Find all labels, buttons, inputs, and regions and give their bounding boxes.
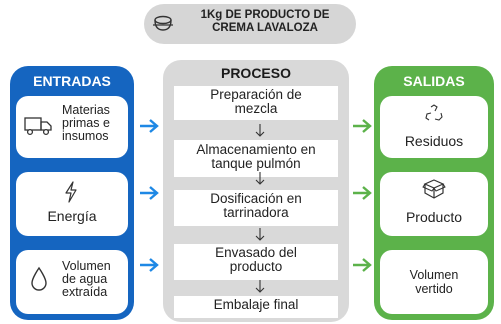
truck-icon: [24, 117, 52, 136]
input-card-energia: Energía: [16, 172, 128, 236]
down-arrow-icon: [255, 228, 265, 241]
input-arrow-icon: [140, 119, 159, 133]
down-arrow-icon: [255, 280, 265, 293]
down-arrow-icon: [255, 172, 265, 185]
output-label-residuos: Residuos: [404, 133, 464, 149]
water-drop-icon: [31, 266, 47, 291]
process-step-5: Embalaje final: [174, 296, 338, 318]
input-label-energia: Energía: [47, 208, 97, 224]
input-label-agua: Volumen de agua extraída: [62, 259, 111, 299]
output-label-producto: Producto: [405, 209, 463, 225]
title-line-1: 1Kg DE PRODUCTO DE: [200, 9, 330, 21]
down-arrow-icon: [255, 124, 265, 137]
process-step-3: Dosificación en tarrinadora: [174, 190, 338, 226]
output-card-volumen: Volumen vertido: [380, 250, 488, 314]
output-card-producto: Producto: [380, 172, 488, 236]
recycle-icon: [425, 104, 443, 121]
input-card-materias: Materias primas e insumos: [16, 96, 128, 158]
diagram-title: 1Kg DE PRODUCTO DE CREMA LAVALOZA: [180, 9, 350, 35]
input-label-materias: Materias primas e insumos: [62, 103, 110, 143]
box-icon: [422, 179, 446, 199]
output-arrow-icon: [353, 119, 372, 133]
entradas-header: ENTRADAS: [33, 73, 111, 89]
output-arrow-icon: [353, 258, 372, 272]
proceso-header: PROCESO: [220, 65, 291, 81]
title-pill: 1Kg DE PRODUCTO DE CREMA LAVALOZA: [144, 4, 356, 44]
salidas-header: SALIDAS: [403, 73, 465, 89]
process-step-1: Preparación de mezcla: [174, 86, 338, 120]
output-label-volumen: Volumen vertido: [409, 268, 459, 296]
lightning-icon: [65, 181, 77, 203]
output-arrow-icon: [353, 186, 372, 200]
process-step-4: Envasado del producto: [174, 244, 338, 280]
process-step-2: Almacenamiento en tanque pulmón: [174, 140, 338, 177]
output-card-residuos: Residuos: [380, 96, 488, 158]
title-line-2: CREMA LAVALOZA: [212, 22, 318, 34]
input-arrow-icon: [140, 186, 159, 200]
input-card-agua: Volumen de agua extraída: [16, 250, 128, 314]
cream-jar-icon: [153, 15, 173, 31]
input-arrow-icon: [140, 258, 159, 272]
